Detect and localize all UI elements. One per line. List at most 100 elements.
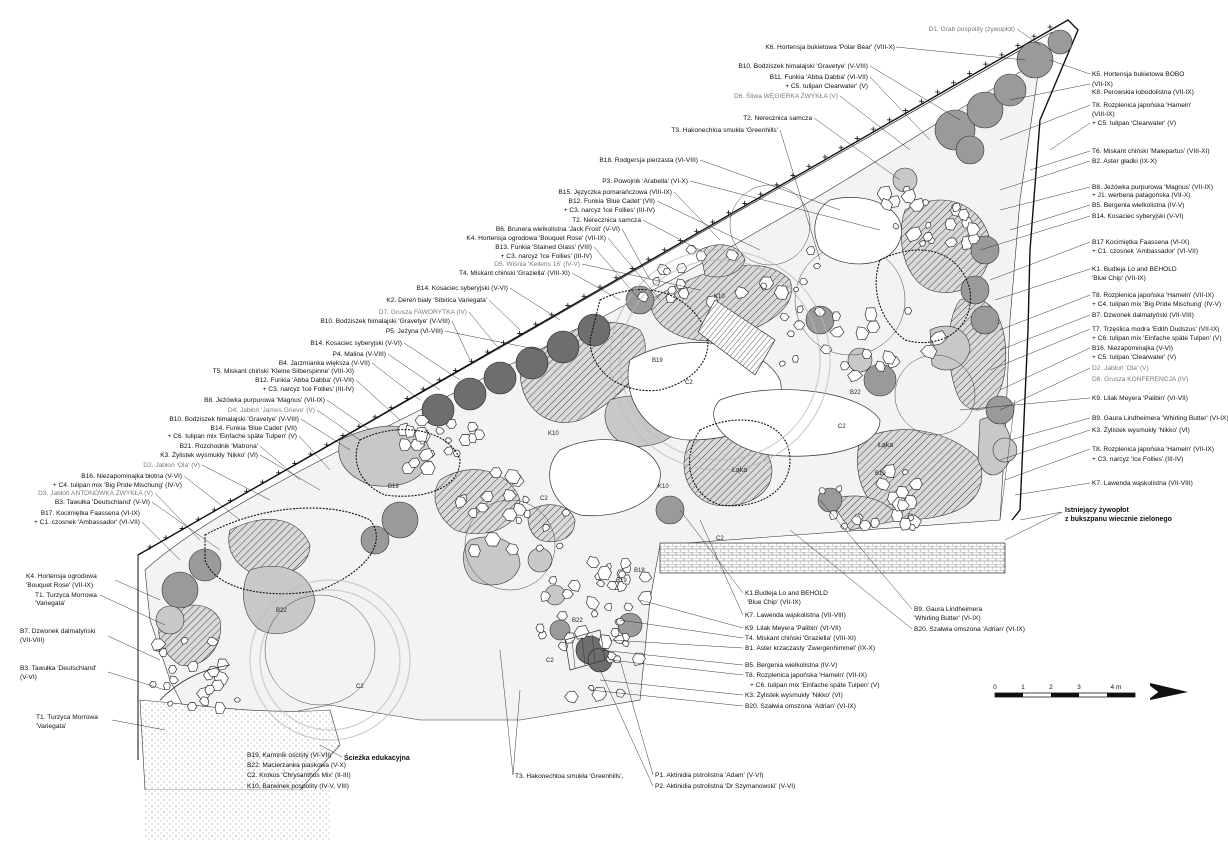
stepping-stone [882,350,896,365]
leader-line [1009,204,1091,231]
stepping-stone [458,434,473,446]
stepping-stone [895,485,910,499]
stepping-stone [414,426,429,442]
hedge-cross [983,61,989,67]
stepping-stone [957,208,970,222]
hedge-cross [211,507,217,513]
stepping-stone [555,542,564,550]
stepping-stone [187,660,199,672]
stepping-stone [840,361,851,371]
stepping-stone [925,222,932,229]
leader-line [141,521,181,561]
leader-line [403,342,461,381]
plant-label: B2. Aster gładki (IX-X) [1092,158,1157,165]
hedge-cross [388,405,394,411]
hedge-cross [581,293,587,299]
leader-line [999,294,1091,331]
leader-line [999,347,1091,391]
labels-bottom: B19. Karmnik ościsty (VI-VII)B22. Macier… [247,752,351,790]
plant-label: 'Whirling Butter' (VI-IX) [914,615,981,622]
leader-line [589,689,744,707]
plant-label: B8. Jeżówka purpurowa 'Magnus' (VII-IX) [204,397,325,404]
leader-line [839,95,911,151]
leader-line [621,228,651,281]
stepping-stone [677,287,690,300]
stepping-stone [835,485,843,493]
stepping-stone [542,524,551,533]
plant-label: K1. Budleja Lo and BEHOLD [1092,266,1177,273]
stepping-stone [908,477,923,490]
hedge-cross [533,321,539,327]
plant-label: + J1. werbena patagońska (VII-X) [1092,192,1190,199]
stepping-stone [540,591,551,602]
plant-label: K3. Żylistek wysmukły 'Nikko' (VI) [1092,425,1190,434]
stepping-stone [818,487,826,495]
scale-tick: 2 [1049,684,1053,691]
map-label: B22 [276,608,287,614]
stepping-stone [168,664,178,674]
hedge-cross [147,544,153,550]
leader-line [114,579,161,601]
scale-tick: 3 [1077,684,1081,691]
stepping-stone [414,415,430,427]
leader-line [1049,59,1091,75]
hedge-cross [227,498,233,504]
stepping-stone [847,370,864,383]
plant-label: T8. Rozplenica japońska 'Hameln' (VII-IX… [1092,446,1214,453]
stepping-stone [151,638,167,651]
plant-label: B4. Jarzmianka większa (V-VII) [279,360,370,367]
leader-line [298,435,331,471]
stepping-stone [799,277,809,286]
plant-label: B14. Kosaciec syberyjski (V-VI) [416,285,508,292]
stepping-stone [489,467,503,479]
leader-line [999,160,1091,191]
stepping-stone [419,461,436,476]
plant-label: B10. Bodziszek himalajski 'Gravetye' (V-… [169,416,299,423]
brick-terrace [659,542,1006,574]
stepping-stone [186,702,198,711]
map-label: C2 [540,496,548,502]
hedge-cross [356,423,362,429]
stepping-stone [899,517,912,531]
stepping-stone [199,696,210,707]
plant-label: D1. Grab pospolity (żywopłot) [929,26,1016,33]
plant-label: B11. Funkia 'Abba Dabba' (VI-VII) [770,74,868,81]
plant-label: T4. Miskant chiński 'Graziella' (VIII-XI… [459,270,570,277]
leader-line [599,669,654,787]
stepping-stone [598,634,613,649]
leader-line [999,367,1091,411]
plant-label: K2. Dereń biały 'Sibirica Variegata' [386,297,487,304]
map-label: Łąka [878,442,893,449]
stepping-stone [875,477,891,491]
stepping-stone [556,611,568,621]
stepping-stone [620,558,632,570]
stepping-stone [180,637,189,645]
stepping-stone [523,509,531,519]
map-label: B22 [572,618,583,624]
leader-line [869,65,961,121]
plant-label: K7. Lawenda wąskolistna (VII-VIII) [745,612,846,619]
stepping-stone [480,490,494,502]
stepping-stone [167,700,174,707]
plant-label: B16. Niezapominajka (V-VI) [1092,345,1173,352]
plant-label: D2. Jabłoń 'Ola' (V) [1092,365,1149,372]
map-label: C2 [685,380,693,386]
leader-line [789,529,913,630]
hedge-cross [967,70,973,76]
stepping-stone [944,237,958,248]
leader-line [813,117,901,181]
leader-line [201,464,271,501]
hedge-note-line1: Istniejący żywopłot [1065,507,1129,514]
stepping-stone [866,320,881,334]
leader-line [609,659,744,676]
plant-label: B3. Tawułka 'Deutschland' [20,665,96,672]
plant-label: B19. Karmnik ościsty (VI-VII) [247,752,331,759]
plant-label: B14. Kosaciec syberyjski (V-VI) [310,340,402,347]
labels-bottom2: T3. Hakonechloa smukła 'Greenhills',P1. … [515,772,795,790]
plant-label: B15. Języczka pomarańczowa (VIII-IX) [558,189,672,196]
stepping-stone [504,469,521,485]
plant-label: B5. Bergenia wielkolistna (IV-V) [745,662,837,669]
stepping-stone [445,419,457,429]
plant-label: + C1. czosnek 'Ambassador' (VI-VII) [34,519,140,526]
leader-line [593,246,641,301]
